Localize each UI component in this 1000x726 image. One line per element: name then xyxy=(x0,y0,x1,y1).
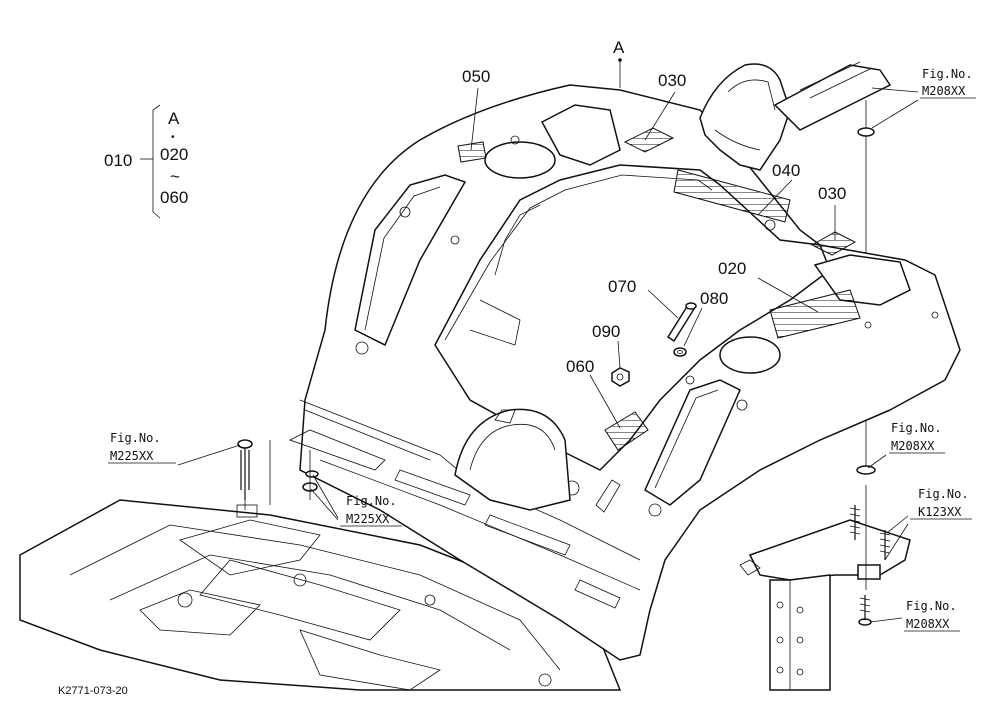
range-first: 020 xyxy=(160,145,188,164)
callout-030-right: 030 xyxy=(818,184,846,203)
washer-080 xyxy=(673,347,687,357)
callout-040: 040 xyxy=(772,161,800,180)
fig-ref-k123: Fig.No. K123XX xyxy=(910,487,972,520)
svg-text:Fig.No.: Fig.No. xyxy=(891,421,942,435)
shift-lever-boot xyxy=(699,61,892,171)
decal-050 xyxy=(457,141,487,163)
svg-text:K123XX: K123XX xyxy=(918,505,962,519)
range-main-number: 010 xyxy=(104,151,132,170)
svg-text:Fig.No.: Fig.No. xyxy=(346,494,397,508)
floor-plate xyxy=(19,499,622,691)
svg-text:M225XX: M225XX xyxy=(346,512,390,526)
decal-020 xyxy=(769,289,861,339)
callout-020: 020 xyxy=(718,259,746,278)
svg-text:M208XX: M208XX xyxy=(891,439,935,453)
fender-deck xyxy=(288,84,961,661)
frame-bolt-2 xyxy=(879,530,891,560)
callout-090: 090 xyxy=(592,322,620,341)
svg-text:Fig.No.: Fig.No. xyxy=(906,599,957,613)
decal-040 xyxy=(673,169,791,223)
fig-ref-left: Fig.No. M225XX xyxy=(108,431,176,464)
svg-text:Fig.No.: Fig.No. xyxy=(918,487,969,501)
svg-text:M208XX: M208XX xyxy=(906,617,950,631)
svg-text:M208XX: M208XX xyxy=(922,84,966,98)
svg-text:Fig.No.: Fig.No. xyxy=(922,67,973,81)
svg-text:Fig.No.: Fig.No. xyxy=(110,431,161,445)
callout-080: 080 xyxy=(700,289,728,308)
drawing-code: K2771-073-20 xyxy=(58,685,128,697)
range-tilde: ~ xyxy=(170,167,180,186)
fig-ref-top-right: Fig.No. M208XX xyxy=(920,67,976,99)
callout-030-top: 030 xyxy=(658,71,686,90)
fig-ref-center: Fig.No. M225XX xyxy=(340,494,402,527)
frame-bracket xyxy=(748,505,911,691)
range-last: 060 xyxy=(160,188,188,207)
washer-top xyxy=(857,127,875,137)
fig-ref-mid-right: Fig.No. M208XX xyxy=(889,421,945,454)
decal-030b xyxy=(810,231,857,256)
range-dot: • xyxy=(171,132,175,143)
frame-bolt-1 xyxy=(849,505,861,540)
floor-bolt xyxy=(237,439,253,510)
decal-030a xyxy=(623,127,675,153)
fig-ref-bottom-right: Fig.No. M208XX xyxy=(904,599,960,632)
leader-lines xyxy=(140,58,919,623)
callout-070: 070 xyxy=(608,277,636,296)
callout-060: 060 xyxy=(566,357,594,376)
washer-mid xyxy=(856,465,876,475)
bolt-070 xyxy=(666,302,697,343)
point-a-label: A xyxy=(613,38,625,57)
washer-center-1 xyxy=(305,470,319,478)
svg-text:M225XX: M225XX xyxy=(110,449,154,463)
decal-060 xyxy=(604,411,649,451)
frame-bolt-3 xyxy=(858,595,872,626)
callout-050: 050 xyxy=(462,67,490,86)
range-letter-a: A xyxy=(168,109,180,128)
